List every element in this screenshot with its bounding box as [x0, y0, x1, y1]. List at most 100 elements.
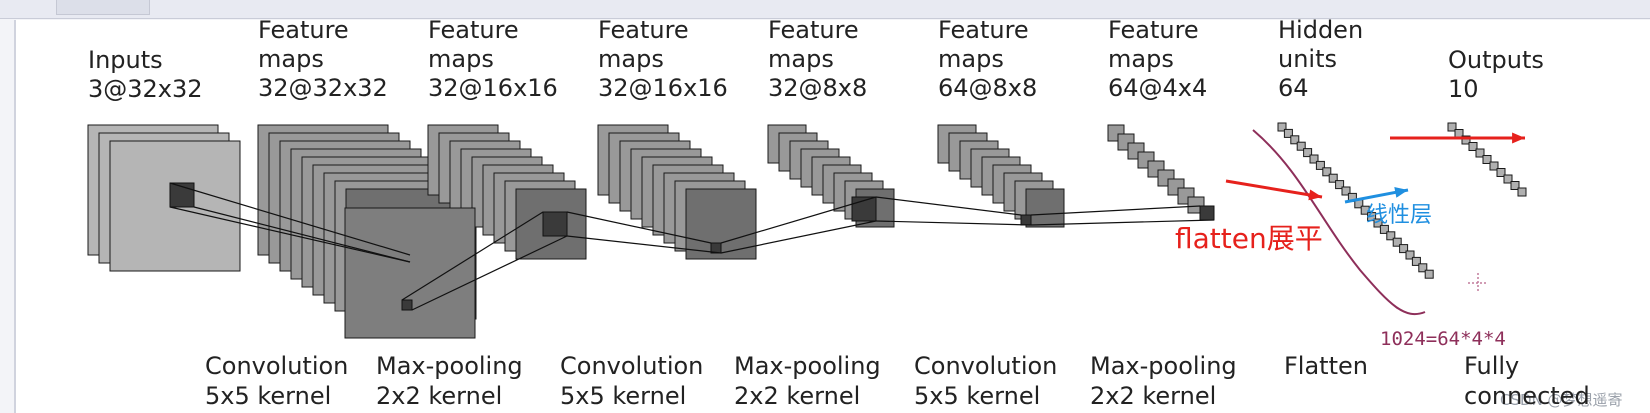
operation-label-line: Convolution: [560, 352, 703, 380]
feature-map-slice: [1277, 122, 1287, 132]
connector-line: [566, 211, 712, 244]
feature-map-slice: [1475, 148, 1485, 158]
feature-map-slice: [1468, 142, 1478, 151]
header-label-line: Feature: [938, 16, 1029, 44]
feature-map-slice: [1303, 148, 1313, 158]
connector-line: [169, 182, 411, 256]
operation-label-line: 2x2 kernel: [1090, 382, 1216, 410]
feature-map-slice: [1405, 250, 1415, 260]
output-units: [1447, 122, 1527, 197]
feature-map-slice: [1328, 173, 1338, 183]
feature-map-slice: [1418, 263, 1428, 273]
feature-map-slice: [1386, 231, 1396, 241]
header-label-line: maps: [428, 45, 494, 73]
conv3-stack: [937, 124, 1065, 228]
window-tab: [56, 0, 150, 15]
window-top-strip: [0, 0, 1650, 19]
connector-line: [169, 206, 411, 263]
feature-map-slice: [1399, 244, 1409, 254]
connector-line: [411, 235, 568, 311]
header-label-line: 3@32x32: [88, 75, 203, 103]
header-label-line: Outputs: [1448, 46, 1544, 74]
watermark: CSDN @梦想遥寄: [1500, 391, 1623, 409]
feature-map-slice: [1335, 180, 1345, 190]
feature-map-slice: [1367, 212, 1377, 222]
kernel-window: [1020, 214, 1032, 226]
operation-label-line: connected: [1464, 382, 1590, 410]
layer-labels: Inputs3@32x32Featuremaps32@32x32Featurem…: [88, 16, 1590, 410]
connector-line: [720, 196, 877, 244]
header-label-line: Feature: [1108, 16, 1199, 44]
feature-map-slice: [1315, 160, 1325, 170]
header-label-line: Feature: [768, 16, 859, 44]
header-label-line: 64@8x8: [938, 74, 1037, 102]
flatten-arrow: [1225, 179, 1323, 199]
header-label-line: maps: [1108, 45, 1174, 73]
feature-map-slice: [1496, 168, 1506, 177]
header-label-line: 64: [1278, 74, 1309, 102]
feature-map-slice: [1447, 122, 1457, 132]
feature-map-slice: [1025, 188, 1065, 228]
output-arrow-head: [1512, 132, 1525, 144]
connector-line: [566, 235, 722, 254]
feature-map-stacks: [87, 122, 1527, 339]
header-label-line: 32@16x16: [428, 74, 558, 102]
operation-label-line: Fully: [1464, 352, 1519, 380]
flatten-equation: 1024=64*4*4: [1380, 328, 1506, 350]
header-label-line: maps: [258, 45, 324, 73]
operation-label-line: 5x5 kernel: [205, 382, 331, 410]
cursor-mark: [1468, 273, 1488, 293]
connector-line: [1030, 219, 1215, 226]
header-label-line: 64@4x4: [1108, 74, 1207, 102]
feature-map-slice: [1296, 141, 1306, 151]
operation-label-line: Max-pooling: [376, 352, 523, 380]
feature-map-slice: [1489, 161, 1499, 171]
operation-label-line: Flatten: [1284, 352, 1368, 380]
conv2-stack: [597, 124, 757, 260]
flatten-annotation: flatten展平: [1175, 222, 1323, 255]
header-label-line: maps: [598, 45, 664, 73]
feature-map-slice: [1424, 269, 1434, 279]
operation-label-line: 5x5 kernel: [914, 382, 1040, 410]
operation-label-line: 5x5 kernel: [560, 382, 686, 410]
feature-map-slice: [1309, 154, 1319, 164]
feature-map-slice: [1503, 174, 1513, 184]
header-label-line: Hidden: [1278, 16, 1363, 44]
pool1-stack: [427, 124, 587, 260]
connector-line: [875, 196, 1022, 216]
feature-map-slice: [1517, 187, 1527, 197]
connector-line: [875, 220, 1032, 226]
header-label-line: maps: [768, 45, 834, 73]
operation-label-line: Max-pooling: [1090, 352, 1237, 380]
feature-map-slice: [1360, 205, 1370, 215]
connector-line: [1030, 205, 1201, 216]
kernel-window: [542, 211, 568, 237]
header-label-line: 10: [1448, 75, 1479, 103]
header-label-line: Inputs: [88, 46, 163, 74]
header-label-line: Feature: [428, 16, 519, 44]
feature-map-slice: [1392, 237, 1402, 247]
connector-line: [193, 206, 411, 263]
linear-arrow-head: [1394, 187, 1408, 198]
operation-label-6: Flatten: [1284, 352, 1368, 380]
pool3-stack: [1107, 124, 1205, 214]
operation-label-line: Convolution: [205, 352, 348, 380]
feature-map-slice: [1283, 128, 1293, 138]
pool2-stack: [767, 124, 895, 228]
flatten-arrow-head: [1308, 189, 1322, 201]
feature-map-slice: [1411, 256, 1421, 266]
